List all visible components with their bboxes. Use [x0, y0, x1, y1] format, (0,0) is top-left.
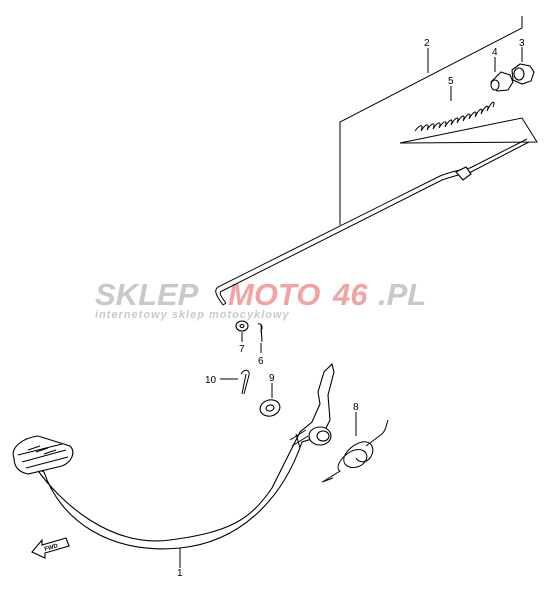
watermark-brand-c: 46: [332, 277, 368, 312]
watermark-brand-d: .PL: [378, 277, 426, 312]
brake-pedal-part: [12, 362, 335, 568]
callout-3: 3: [519, 38, 525, 49]
callout-2: 2: [424, 38, 430, 49]
callout-5: 5: [448, 76, 454, 87]
watermark-tagline: internetowy sklep motocyklowy: [95, 309, 290, 321]
cotter-pin-2-part: [220, 369, 250, 395]
watermark: SKLEP MOTO 46 .PL internetowy sklep moto…: [95, 277, 426, 321]
callout-1: 1: [177, 568, 183, 579]
forward-direction-indicator: FWD: [31, 537, 70, 559]
joint-part: [490, 57, 514, 92]
fwd-label: FWD: [44, 543, 59, 553]
callouts: 1 2 3 4 5 6 7 8 9 10: [177, 38, 525, 579]
callout-7: 7: [239, 344, 245, 355]
washer-part: [235, 320, 249, 342]
callout-10: 10: [205, 375, 217, 386]
watermark-brand-b: MOTO: [228, 277, 320, 312]
cotter-pin-part: [257, 323, 263, 353]
watermark-brand-a: SKLEP: [95, 277, 199, 312]
brake-rod-part: [215, 138, 530, 306]
callout-8: 8: [353, 402, 359, 413]
callout-4: 4: [492, 47, 498, 58]
assembly-bracket: [339, 16, 538, 225]
spring-part: [414, 86, 495, 132]
washer-2-part: [259, 383, 281, 417]
callout-6: 6: [258, 356, 264, 367]
callout-9: 9: [269, 373, 275, 384]
return-spring-part: [321, 412, 389, 483]
cap-nut-part: [511, 47, 535, 85]
